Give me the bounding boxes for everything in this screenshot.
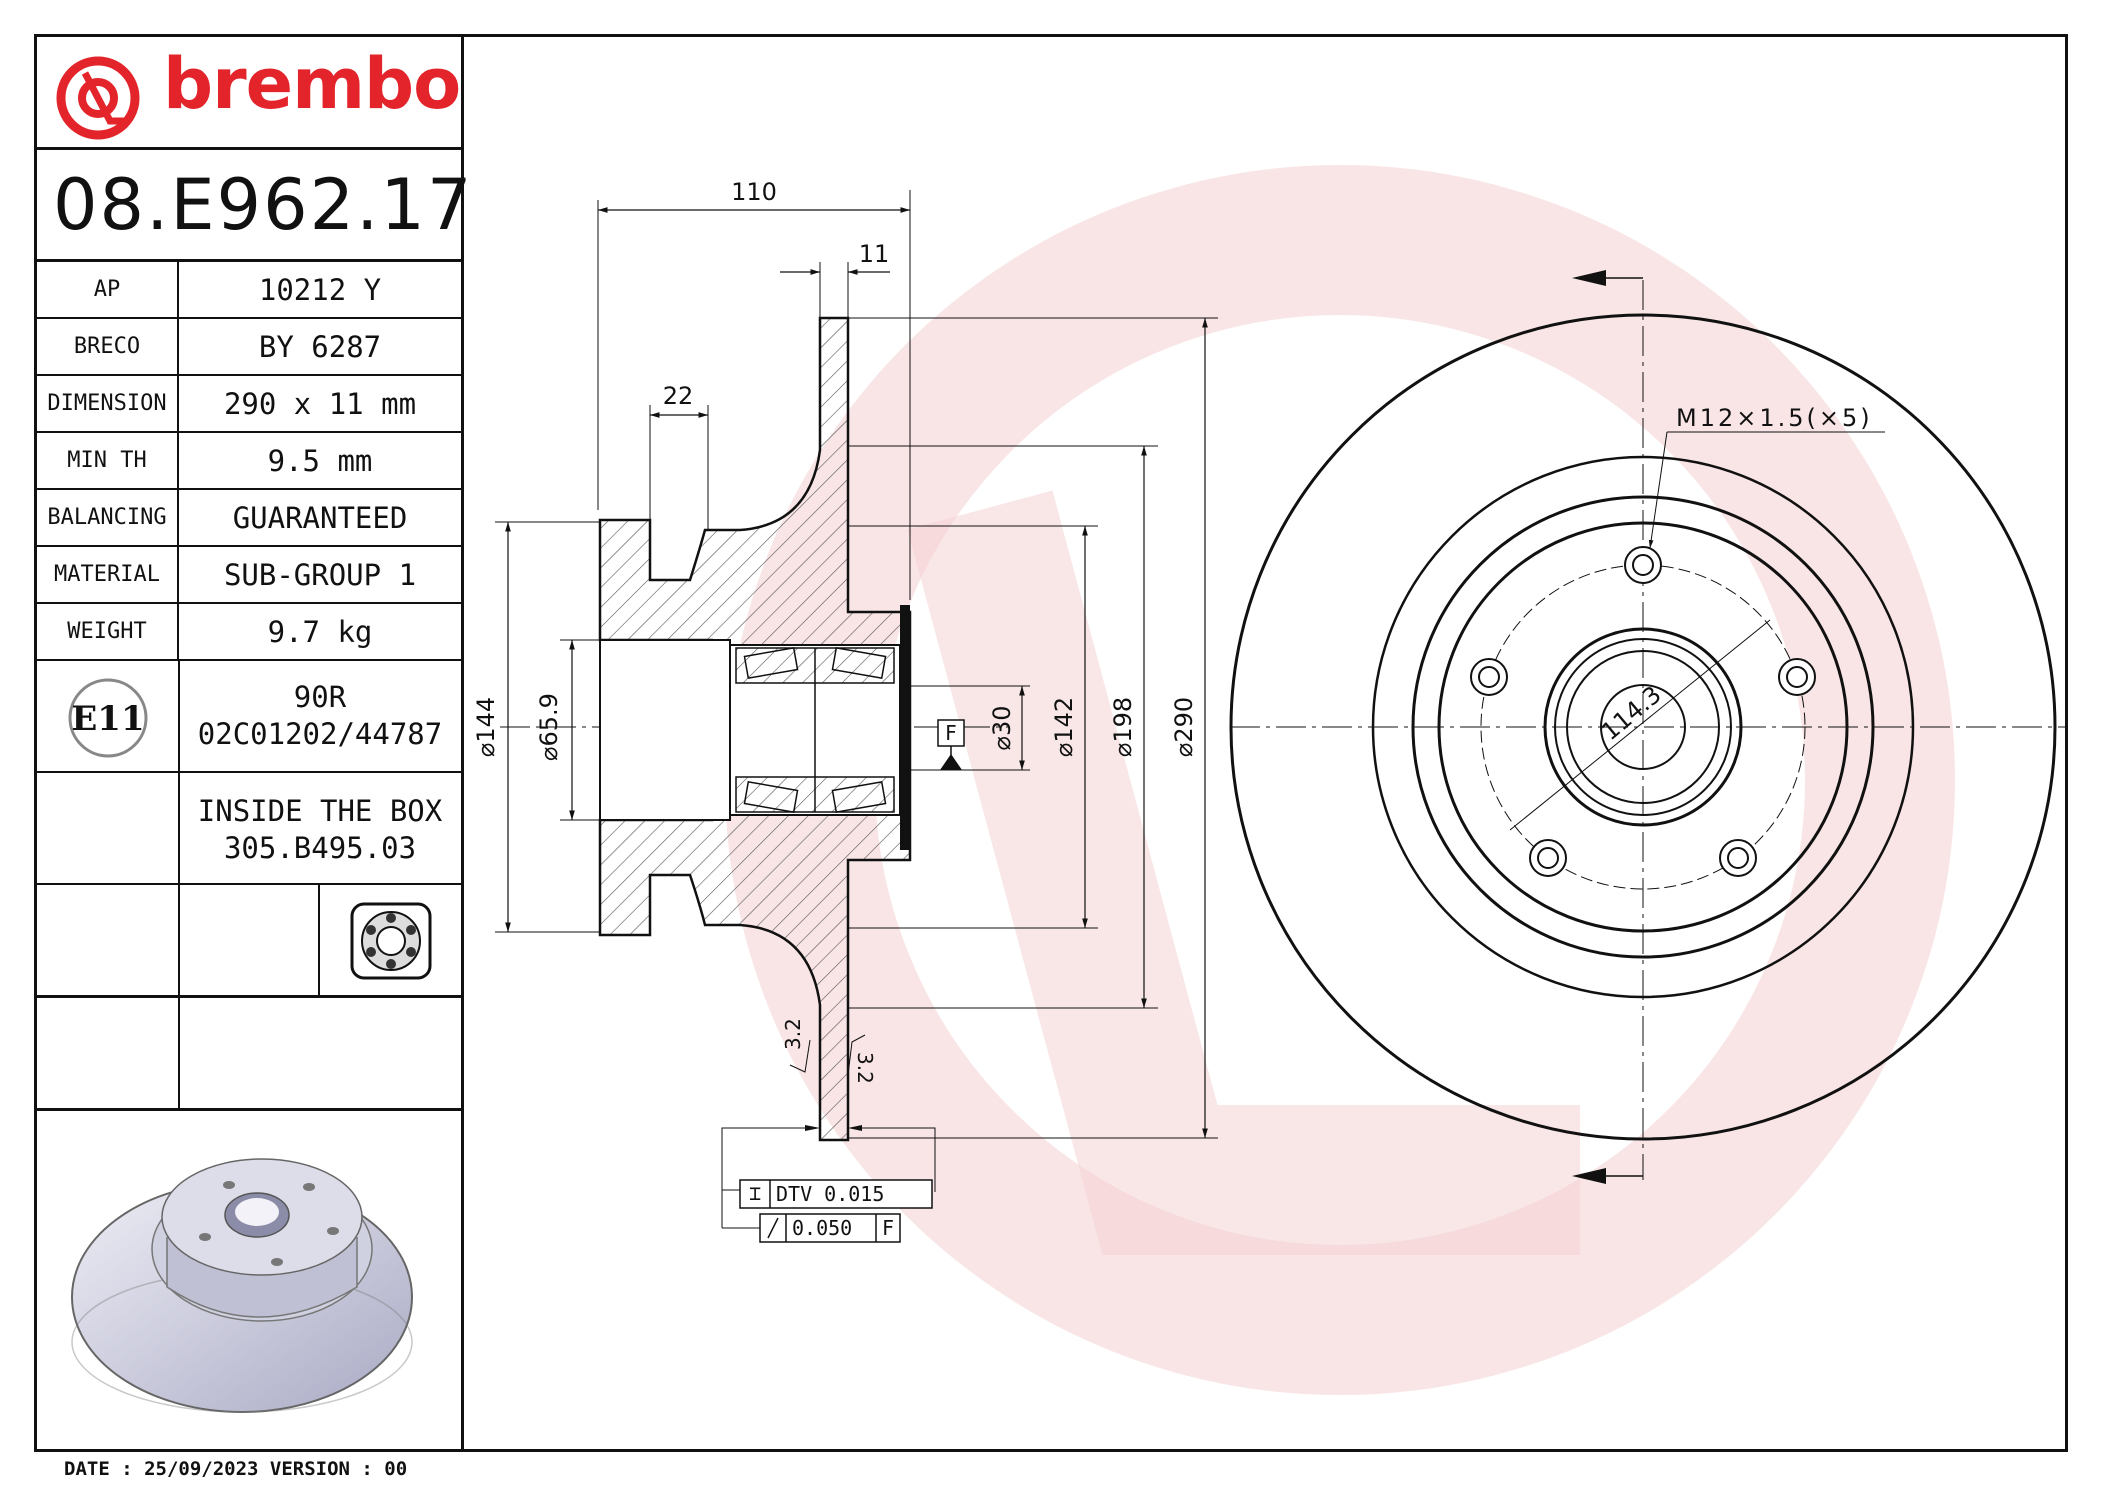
bearing-icon xyxy=(350,902,432,980)
spec-row-ap: AP 10212 Y xyxy=(37,262,461,319)
front-view: 114.3 M12×1.5(×5) xyxy=(1229,270,2065,1184)
datum-f: F xyxy=(945,721,957,745)
certification-row: E11 90R 02C01202/44787 xyxy=(37,661,461,773)
diameter-symbol: ⌀ xyxy=(472,743,500,757)
spec-value: GUARANTEED xyxy=(232,500,408,535)
dia-65-9: 65.9 xyxy=(535,693,563,746)
cert-line-1: 90R xyxy=(293,680,347,714)
cert-line-2: 02C01202/44787 xyxy=(197,717,443,751)
e11-badge-text: E11 xyxy=(71,699,144,739)
tol-dtv: DTV 0.015 xyxy=(776,1182,884,1206)
spec-value: 9.7 kg xyxy=(267,614,373,649)
diameter-symbol: ⌀ xyxy=(1109,743,1137,757)
dim-110: 110 xyxy=(731,178,777,206)
dia-142: 142 xyxy=(1050,697,1078,743)
inside-box-line-2: 305.B495.03 xyxy=(223,831,417,865)
diameter-symbol: ⌀ xyxy=(1170,743,1198,757)
tol-runout: 0.050 xyxy=(792,1216,852,1240)
footer-date: DATE : 25/09/2023 VERSION : 00 xyxy=(64,1458,408,1480)
spec-row-min-th: MIN TH 9.5 mm xyxy=(37,433,461,490)
dim-11: 11 xyxy=(859,240,890,268)
empty-row xyxy=(37,998,461,1111)
diameter-symbol: ⌀ xyxy=(988,736,1016,750)
diameter-symbol: ⌀ xyxy=(1050,743,1078,757)
dim-22: 22 xyxy=(663,382,694,410)
spec-label: AP xyxy=(37,262,179,317)
roughness-right: 3.2 xyxy=(853,1052,877,1084)
spec-row-material: MATERIAL SUB-GROUP 1 xyxy=(37,547,461,604)
dia-198-label: ⌀198 xyxy=(1109,697,1137,757)
spec-label: MIN TH xyxy=(37,433,179,488)
spec-row-balancing: BALANCING GUARANTEED xyxy=(37,490,461,547)
title-block: brembo 08.E962.17 AP 10212 Y BRECO BY 62… xyxy=(37,37,471,1449)
spec-value: 10212 Y xyxy=(258,272,382,307)
tol-datum: F xyxy=(882,1216,894,1240)
part-number-cell: 08.E962.17 xyxy=(37,150,471,262)
svg-text:⌶: ⌶ xyxy=(749,1181,761,1205)
spec-label: BALANCING xyxy=(37,490,179,545)
disc-3d-render xyxy=(71,1158,413,1413)
bearing-row xyxy=(37,885,461,998)
dia-30-label: ⌀30 xyxy=(988,706,1016,751)
thread-spec: M12×1.5(×5) xyxy=(1676,404,1873,432)
part-number: 08.E962.17 xyxy=(53,164,474,246)
dia-30: 30 xyxy=(988,706,1016,737)
dia-144: 144 xyxy=(472,697,500,743)
spec-row-dimension: DIMENSION 290 x 11 mm xyxy=(37,376,461,433)
section-view xyxy=(598,316,912,1142)
spec-label: DIMENSION xyxy=(37,376,179,431)
drawing-sheet: brembo 08.E962.17 AP 10212 Y BRECO BY 62… xyxy=(34,34,2068,1452)
dia-65-label: ⌀65.9 xyxy=(535,693,563,761)
pcd-114: 114.3 xyxy=(1596,680,1667,746)
brand-name: brembo xyxy=(163,43,461,125)
dia-290-label: ⌀290 xyxy=(1170,697,1198,757)
roughness-left: 3.2 xyxy=(781,1018,805,1050)
spec-value: BY 6287 xyxy=(258,329,382,364)
dia-198: 198 xyxy=(1109,697,1137,743)
spec-value: 9.5 mm xyxy=(267,443,373,478)
dia-142-label: ⌀142 xyxy=(1050,697,1078,757)
spec-row-weight: WEIGHT 9.7 kg xyxy=(37,604,461,661)
spec-label: BRECO xyxy=(37,319,179,374)
spec-label: MATERIAL xyxy=(37,547,179,602)
logo-cell: brembo xyxy=(37,37,461,150)
spec-label: WEIGHT xyxy=(37,604,179,659)
dia-144-label: ⌀144 xyxy=(472,697,500,757)
diameter-symbol: ⌀ xyxy=(535,746,563,760)
spec-value: SUB-GROUP 1 xyxy=(223,557,417,592)
dia-290: 290 xyxy=(1170,697,1198,743)
spec-value: 290 x 11 mm xyxy=(223,386,417,421)
spec-row-breco: BRECO BY 6287 xyxy=(37,319,461,376)
inside-box-row: INSIDE THE BOX 305.B495.03 xyxy=(37,773,461,885)
e11-badge-icon: E11 xyxy=(68,678,148,758)
brembo-logo-icon xyxy=(56,56,140,140)
inside-box-line-1: INSIDE THE BOX xyxy=(197,794,443,828)
